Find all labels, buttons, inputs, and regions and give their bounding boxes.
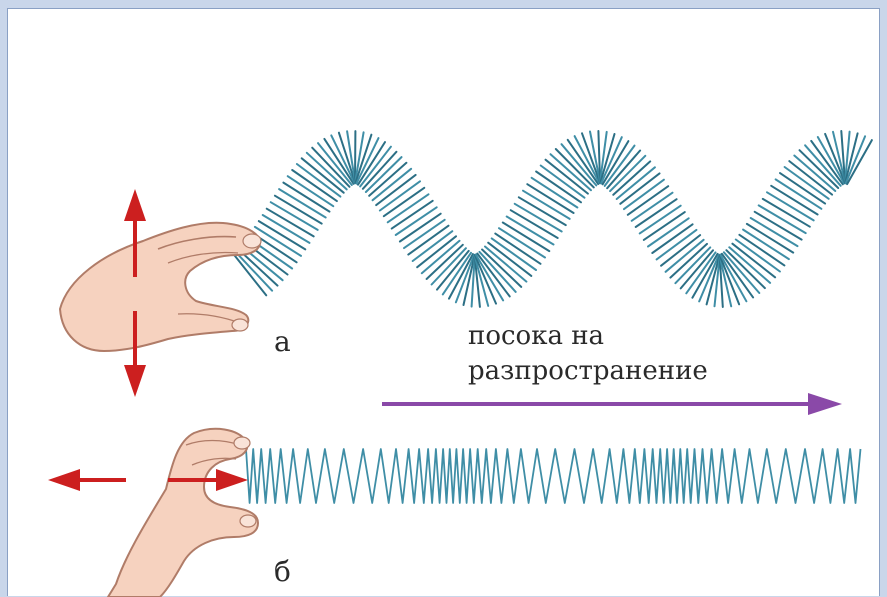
spring-coil [499, 228, 545, 257]
spring-coil [532, 178, 578, 208]
fingernail [234, 437, 250, 449]
spring-coil [620, 173, 659, 203]
spring-coil [488, 243, 531, 276]
spring-coil [743, 230, 789, 260]
spring-coil [546, 160, 588, 194]
spring-coil [373, 169, 412, 200]
spring-coil [789, 161, 832, 195]
spring-coil [732, 244, 775, 278]
spring-coil [661, 235, 700, 266]
spring-coil [780, 173, 825, 204]
hand-bottom-icon [108, 429, 258, 597]
spring-coil [776, 179, 822, 208]
hand-palm-shape [60, 223, 260, 351]
spring-coil [297, 164, 341, 197]
spring-coil [495, 234, 540, 264]
thumbnail [240, 515, 256, 527]
thumbnail [232, 319, 248, 331]
spring-coil-path [246, 449, 861, 503]
hand-top-icon [60, 223, 261, 351]
label-direction-line2: разпространение [468, 356, 708, 386]
transverse-wave-spring [233, 131, 872, 307]
horizontal-double-arrow-icon [48, 469, 248, 491]
spring-coil [288, 176, 334, 206]
spring-coil [417, 236, 456, 267]
label-part-b: б [274, 555, 291, 588]
label-direction-line1: посока на [468, 321, 604, 351]
hand-palm-shape [108, 429, 258, 597]
propagation-direction-arrow-icon [382, 393, 842, 415]
fingernail [243, 234, 261, 248]
longitudinal-wave-spring [246, 449, 861, 503]
spring-coil [255, 227, 301, 256]
label-part-a: а [274, 325, 291, 358]
figure-frame: а б посока на разпространение [7, 8, 880, 596]
spring-coil [675, 247, 710, 283]
wave-diagram: а б посока на разпространение [8, 9, 881, 597]
